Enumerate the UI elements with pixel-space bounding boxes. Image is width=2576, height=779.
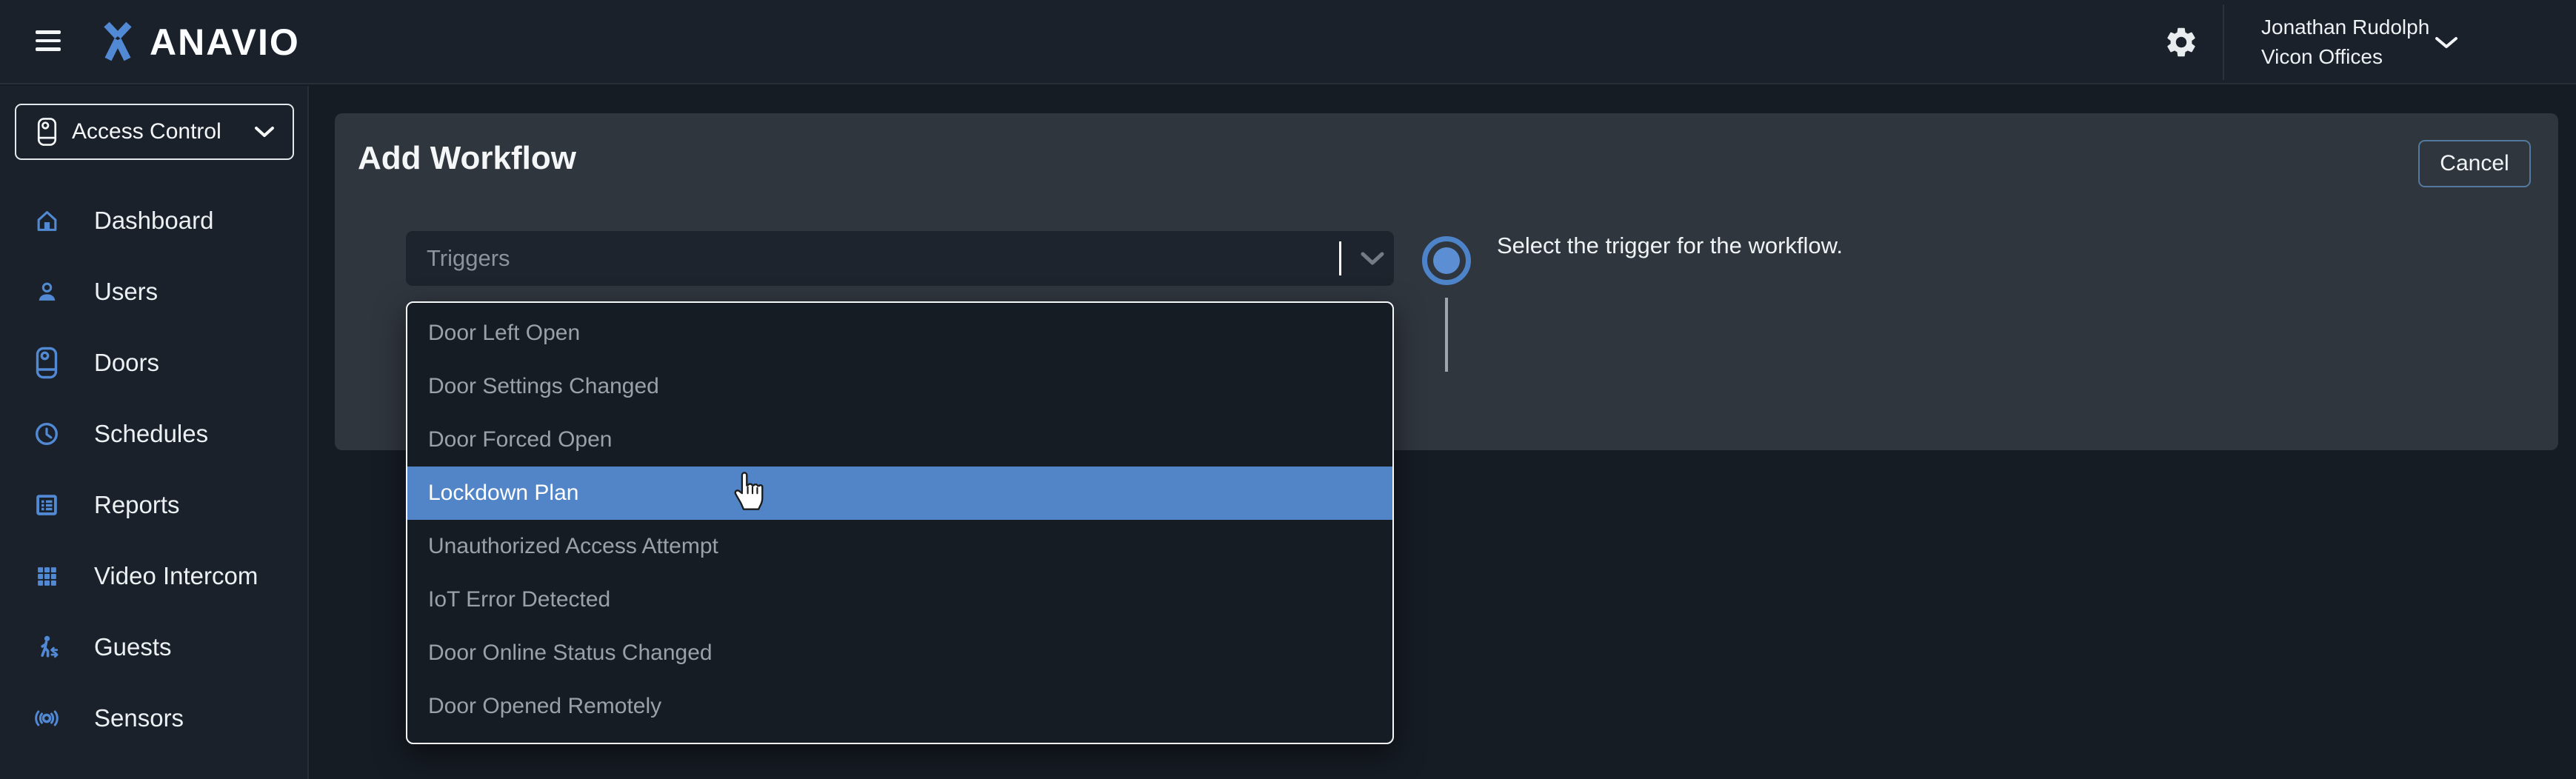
module-switcher-access-control[interactable]: Access Control [15,104,294,160]
sidebar-item-users[interactable]: Users [0,256,307,327]
brand-name: ANAVIO [150,21,300,63]
user-menu[interactable]: Jonathan Rudolph Vicon Offices [2261,13,2432,72]
text-caret [1339,241,1341,275]
topbar-divider [2223,4,2224,80]
user-icon [34,275,59,308]
dropdown-option[interactable]: IoT Error Detected [428,587,611,612]
keypad-grid-icon [34,560,59,592]
dropdown-option[interactable]: Door Left Open [428,321,581,345]
home-icon [34,204,59,237]
guest-walking-icon [34,631,59,663]
door-reader-icon [37,117,57,147]
dropdown-option-highlighted[interactable]: Lockdown Plan [407,467,1392,520]
dropdown-option[interactable]: Unauthorized Access Attempt [428,534,718,558]
chevron-down-icon[interactable] [1360,252,1385,267]
triggers-combobox[interactable] [406,231,1394,286]
dropdown-option[interactable]: Door Opened Remotely [428,694,662,718]
module-switcher-label: Access Control [72,119,221,144]
triggers-input[interactable] [427,231,1315,286]
door-reader-icon [34,347,59,379]
anavio-logo-icon [98,21,138,64]
step-radio-indicator [1422,236,1471,285]
sidebar-nav: Dashboard Users [0,185,307,754]
report-list-icon [34,489,59,521]
clock-icon [34,418,59,450]
sensor-waves-icon [34,702,59,735]
sidebar-item-doors[interactable]: Doors [0,327,307,398]
step-helper-text: Select the trigger for the workflow. [1497,233,1843,258]
brand-logo: ANAVIO [98,0,300,84]
dropdown-option[interactable]: Door Online Status Changed [428,641,713,665]
chevron-down-icon [254,126,275,138]
step-connector-line [1445,298,1448,372]
triggers-dropdown-list: Door Left Open Door Settings Changed Doo… [406,301,1394,744]
page-title: Add Workflow [358,140,576,176]
chevron-down-icon[interactable] [2434,36,2459,50]
sidebar-item-schedules[interactable]: Schedules [0,398,307,469]
sidebar-item-reports[interactable]: Reports [0,469,307,541]
user-org: Vicon Offices [2261,45,2383,68]
topbar: ANAVIO Jonathan Rudolph Vicon Offices [0,0,2576,84]
settings-gear-icon[interactable] [2161,22,2201,62]
dropdown-option[interactable]: Door Settings Changed [428,374,659,398]
cancel-button[interactable]: Cancel [2418,140,2531,187]
sidebar-item-guests[interactable]: Guests [0,612,307,683]
sidebar: Access Control Dashboard [0,86,309,779]
user-name: Jonathan Rudolph [2261,16,2430,39]
hamburger-menu-icon[interactable] [36,30,61,54]
sidebar-item-dashboard[interactable]: Dashboard [0,185,307,256]
sidebar-item-sensors[interactable]: Sensors [0,683,307,754]
dropdown-option[interactable]: Door Forced Open [428,427,613,452]
step-radio-dot [1433,247,1460,274]
sidebar-item-video-intercom[interactable]: Video Intercom [0,541,307,612]
